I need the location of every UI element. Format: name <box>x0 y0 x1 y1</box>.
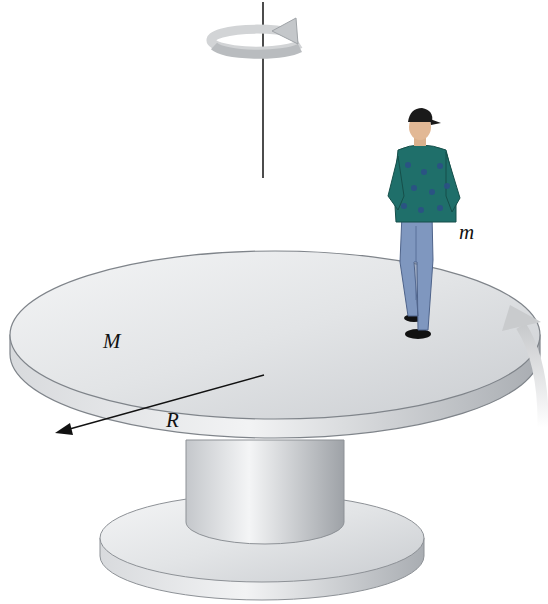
person-mass-label: m <box>459 222 474 243</box>
person <box>388 108 460 339</box>
disk <box>10 251 540 438</box>
base <box>100 440 424 600</box>
radius-label: R <box>166 410 179 431</box>
radius-arrow <box>55 375 264 435</box>
mass-label: M <box>103 331 121 352</box>
rim-rotation-arrow <box>502 305 543 428</box>
rotation-arrow <box>211 18 300 54</box>
